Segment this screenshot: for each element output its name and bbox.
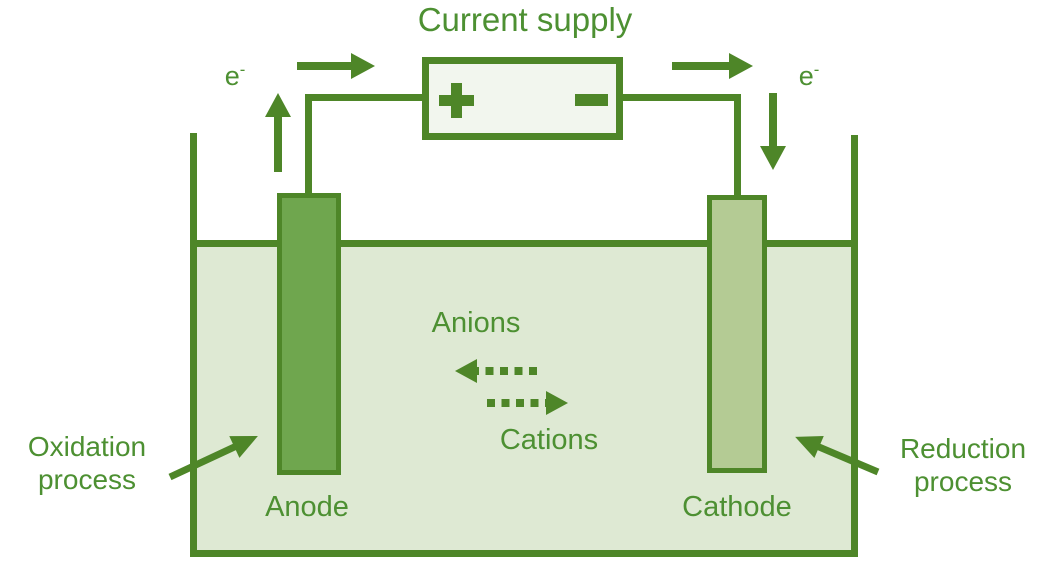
wire-anode-to-battery bbox=[305, 94, 427, 101]
wire-battery-to-cathode bbox=[619, 94, 741, 101]
electron-flow-arrow-left-horizontal bbox=[297, 53, 375, 79]
reduction-process-label: Reduction process bbox=[880, 432, 1046, 498]
battery-minus-icon bbox=[575, 94, 608, 106]
oxidation-line1: Oxidation bbox=[27, 431, 147, 462]
battery-plus-icon bbox=[451, 83, 462, 118]
tank-bottom-wall bbox=[190, 550, 858, 557]
electron-label-right: e- bbox=[779, 53, 839, 93]
electron-flow-arrow-right-horizontal bbox=[672, 53, 753, 79]
diagram-title: Current supply bbox=[417, 1, 633, 38]
electron-sup: - bbox=[239, 60, 246, 79]
anions-label: Anions bbox=[431, 307, 521, 339]
electron-sup: - bbox=[813, 60, 820, 79]
oxidation-line2: process bbox=[37, 464, 137, 495]
anode-electrode bbox=[277, 193, 341, 475]
electron-flow-arrow-up-from-anode bbox=[265, 93, 291, 172]
electron-flow-arrow-down-to-cathode bbox=[760, 93, 786, 170]
anode-label: Anode bbox=[265, 491, 349, 523]
liquid-surface-line bbox=[190, 240, 858, 247]
cathode-electrode bbox=[707, 195, 767, 473]
electron-label-left: e- bbox=[205, 53, 265, 93]
tank-left-wall bbox=[190, 133, 197, 557]
electron-base: e bbox=[224, 61, 240, 91]
reduction-line2: process bbox=[913, 466, 1013, 497]
wire-cathode-vertical bbox=[734, 94, 741, 196]
wire-anode-vertical bbox=[305, 94, 312, 194]
electron-base: e bbox=[798, 61, 814, 91]
reduction-line1: Reduction bbox=[899, 433, 1027, 464]
cations-label: Cations bbox=[499, 424, 599, 456]
cathode-label: Cathode bbox=[682, 491, 792, 523]
tank-right-wall bbox=[851, 135, 858, 557]
oxidation-process-label: Oxidation process bbox=[4, 430, 170, 496]
